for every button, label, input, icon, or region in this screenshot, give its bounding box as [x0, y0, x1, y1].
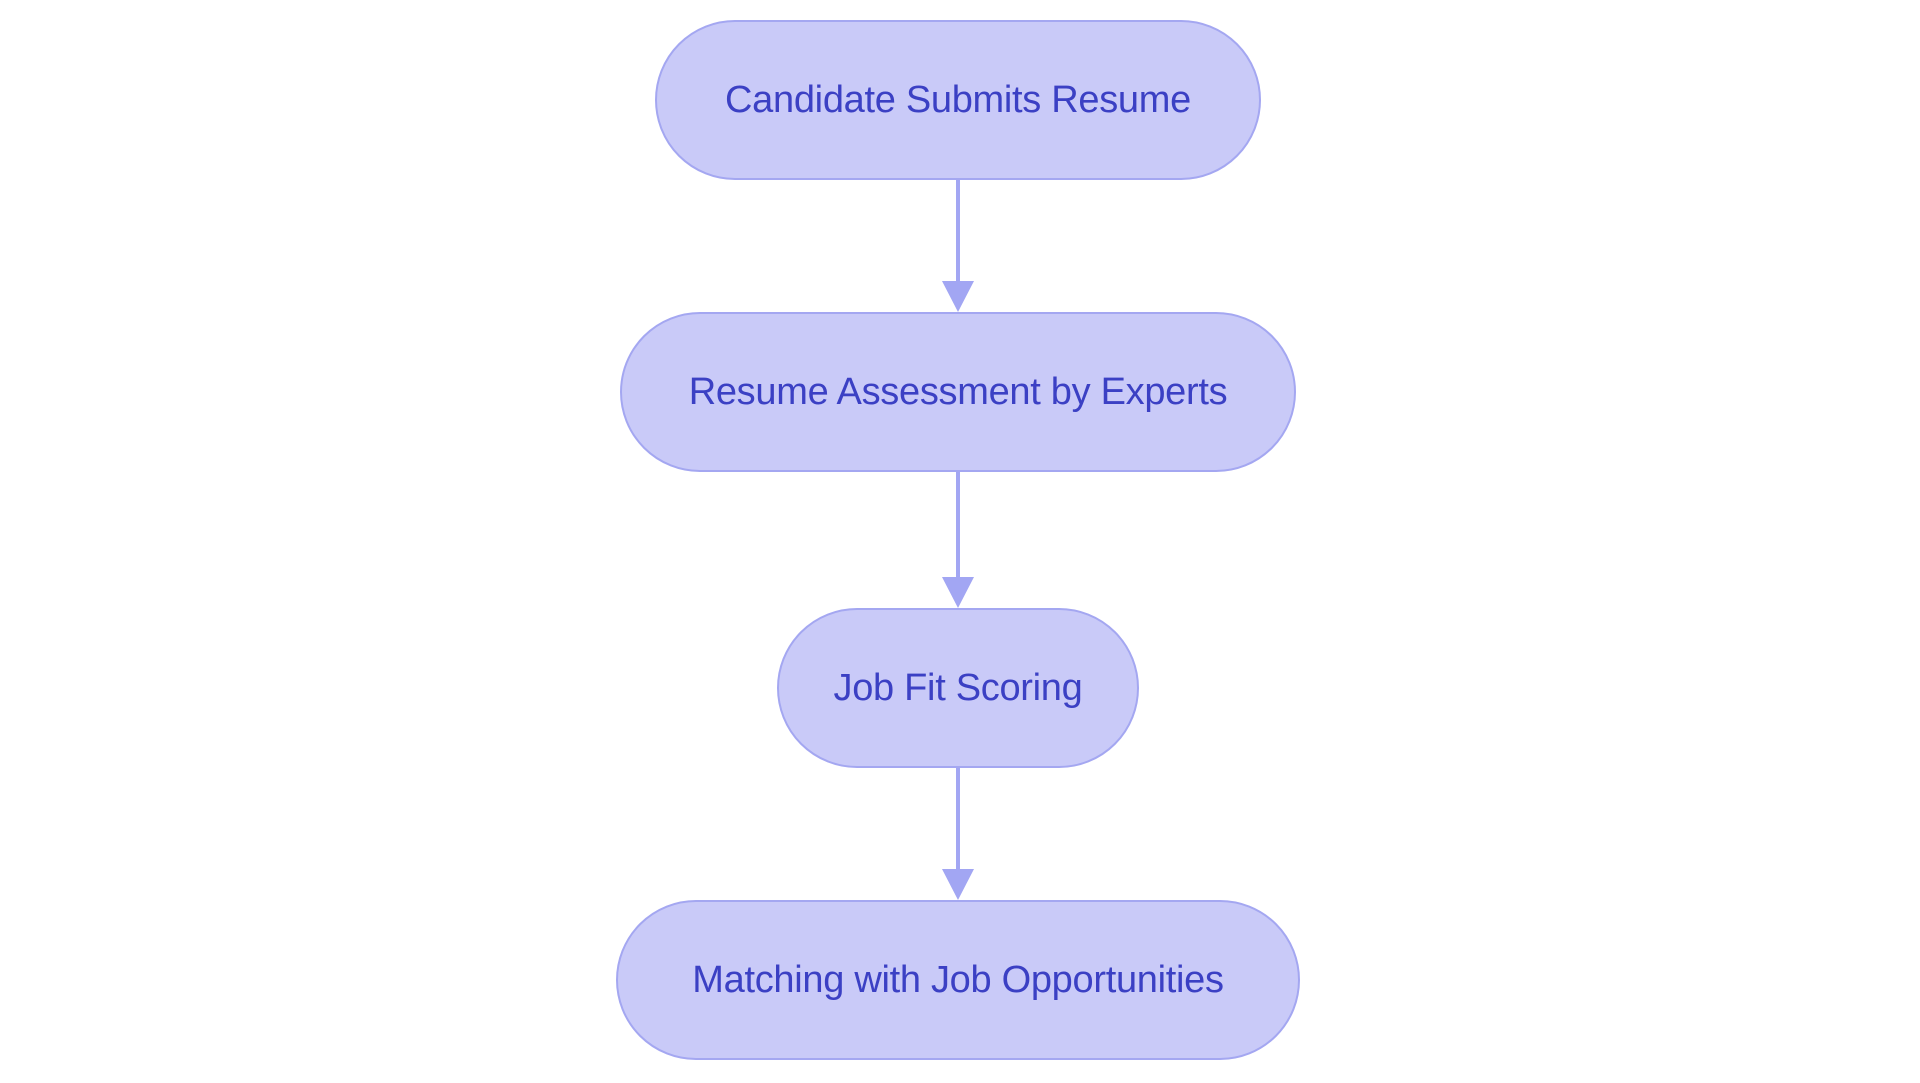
flow-node-label: Job Fit Scoring	[833, 666, 1083, 709]
flow-node-label: Candidate Submits Resume	[725, 78, 1191, 121]
arrow-connector-2	[942, 472, 974, 608]
flow-node-label: Matching with Job Opportunities	[692, 958, 1224, 1001]
arrow-connector-3	[942, 768, 974, 900]
arrowhead-icon	[942, 869, 974, 900]
flow-node-job-fit-scoring: Job Fit Scoring	[777, 608, 1139, 768]
flow-node-candidate-submits-resume: Candidate Submits Resume	[655, 20, 1261, 180]
arrowhead-icon	[942, 281, 974, 312]
arrow-connector-1	[942, 180, 974, 312]
flow-node-label: Resume Assessment by Experts	[688, 370, 1228, 413]
flow-node-resume-assessment-by-experts: Resume Assessment by Experts	[620, 312, 1296, 472]
flow-node-matching-with-job-opportunities: Matching with Job Opportunities	[616, 900, 1300, 1060]
arrowhead-icon	[942, 577, 974, 608]
